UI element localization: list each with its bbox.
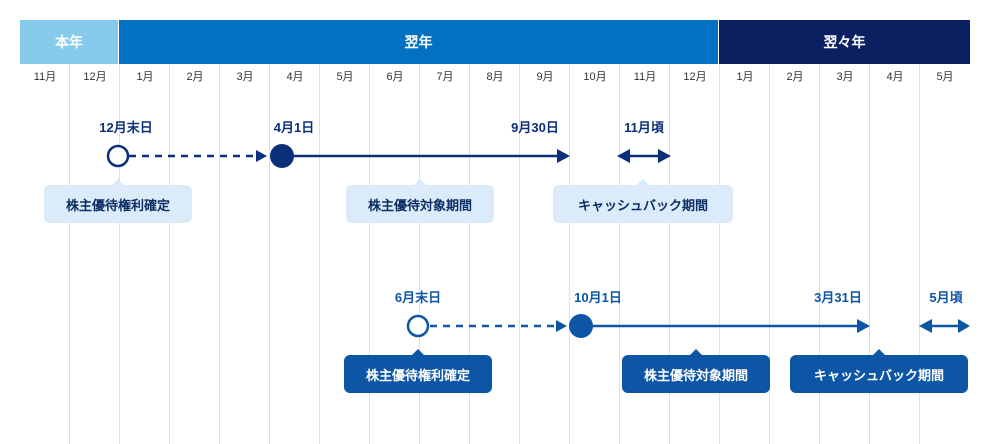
callout-tip xyxy=(637,179,649,185)
grid-line xyxy=(69,64,70,444)
grid-line xyxy=(569,64,570,444)
grid-line xyxy=(619,64,620,444)
month-label: 10月 xyxy=(583,71,607,83)
grid-line xyxy=(369,64,370,444)
timeline2-rights-box: 株主優待権利確定 xyxy=(344,349,492,393)
month-label: 1月 xyxy=(736,71,754,83)
timeline1-cashback-right-arrow xyxy=(658,149,671,163)
timeline2-end-label: 3月31日 xyxy=(814,290,862,305)
month-label: 5月 xyxy=(936,71,954,83)
grid-line xyxy=(519,64,520,444)
grid-line xyxy=(719,64,720,444)
month-label: 8月 xyxy=(486,71,504,83)
timeline1-cashback-box: キャッシュバック期間 xyxy=(553,179,733,223)
month-label: 7月 xyxy=(436,71,454,83)
timeline1-start-label: 12月末日 xyxy=(99,120,153,135)
grid-line xyxy=(219,64,220,444)
grid-line xyxy=(169,64,170,444)
callout-tip xyxy=(690,349,702,355)
callout-tip xyxy=(414,179,426,185)
grid-line xyxy=(919,64,920,444)
month-label: 9月 xyxy=(536,71,554,83)
grid-line xyxy=(869,64,870,444)
timeline1-cashback-label: 11月頃 xyxy=(624,120,664,135)
year-next2: 翌々年 xyxy=(719,20,970,64)
year-next: 翌年 xyxy=(119,20,718,64)
grid-line xyxy=(669,64,670,444)
timeline2-cashback-left-arrow xyxy=(919,319,932,333)
month-label: 11月 xyxy=(33,71,57,83)
timeline1-mid-marker xyxy=(270,144,294,168)
grid-line xyxy=(119,64,120,444)
month-label: 5月 xyxy=(336,71,354,83)
timeline2-cashback-text: キャッシュバック期間 xyxy=(813,367,944,383)
month-label: 2月 xyxy=(186,71,204,83)
timeline1-period-text: 株主優待対象期間 xyxy=(367,197,472,213)
grid-line xyxy=(819,64,820,444)
year-current: 本年 xyxy=(20,20,118,64)
timeline1-rights-box: 株主優待権利確定 xyxy=(44,179,192,223)
grid-line xyxy=(769,64,770,444)
timeline1-dashed-arrowhead xyxy=(256,150,267,162)
grid-line xyxy=(469,64,470,444)
month-label: 11月 xyxy=(633,71,657,83)
month-label: 4月 xyxy=(886,71,904,83)
timeline2-cashback-right-arrow xyxy=(958,319,970,333)
month-label: 12月 xyxy=(683,71,707,83)
timeline1-end-label: 9月30日 xyxy=(511,120,559,135)
month-label: 1月 xyxy=(136,71,154,83)
month-label: 4月 xyxy=(286,71,304,83)
grid-line xyxy=(319,64,320,444)
timeline2-arrowhead xyxy=(857,319,870,333)
month-label: 3月 xyxy=(836,71,854,83)
callout-tip xyxy=(873,349,885,355)
timeline1-period-box: 株主優待対象期間 xyxy=(346,179,494,223)
timeline2-mid-label: 10月1日 xyxy=(574,290,622,305)
timeline2-start-marker xyxy=(406,314,430,338)
timeline1-start-marker xyxy=(106,144,130,168)
timeline2-mid-marker xyxy=(569,314,593,338)
month-label: 12月 xyxy=(83,71,107,83)
callout-tip xyxy=(112,179,124,185)
timeline2-cashback-box: キャッシュバック期間 xyxy=(790,349,968,393)
timeline2-dashed-arrowhead xyxy=(556,320,567,332)
callout-tip xyxy=(412,349,424,355)
grid-line xyxy=(269,64,270,444)
grid-line xyxy=(419,64,420,444)
timeline1-arrowhead xyxy=(557,149,570,163)
timeline1-cashback-left-arrow xyxy=(617,149,630,163)
month-label: 2月 xyxy=(786,71,804,83)
month-label: 3月 xyxy=(236,71,254,83)
timeline1-mid-label: 4月1日 xyxy=(273,120,315,135)
timeline1-cashback-text: キャッシュバック期間 xyxy=(577,197,708,213)
timeline2-period-box: 株主優待対象期間 xyxy=(622,349,770,393)
timeline2-cashback-label: 5月頃 xyxy=(929,290,963,305)
timeline2-rights-text: 株主優待権利確定 xyxy=(365,367,470,383)
timeline2-period-text: 株主優待対象期間 xyxy=(643,367,748,383)
timeline1-rights-text: 株主優待権利確定 xyxy=(65,197,170,213)
month-label: 6月 xyxy=(386,71,404,83)
timeline2-start-label: 6月末日 xyxy=(394,290,442,305)
